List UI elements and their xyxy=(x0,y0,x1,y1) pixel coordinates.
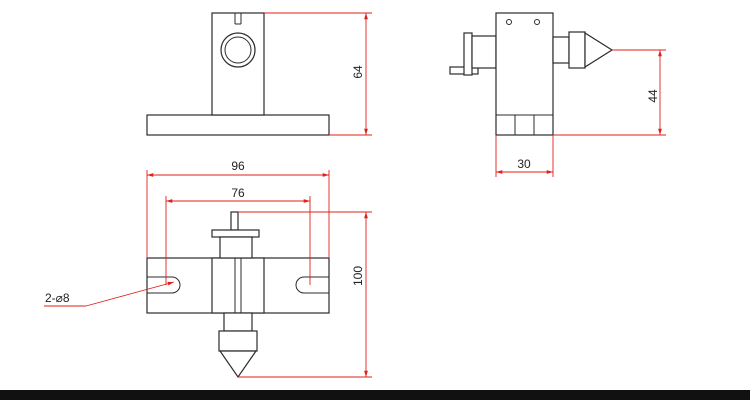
top-center-neck xyxy=(223,312,253,332)
top-quill xyxy=(219,236,253,259)
side-quill xyxy=(552,36,570,64)
dim-front-height: 64 xyxy=(264,12,372,136)
dim-label-100: 100 xyxy=(351,266,365,286)
dim-overall-length: 100 xyxy=(238,211,372,378)
side-center-collar xyxy=(568,31,586,69)
top-center-collar xyxy=(218,330,258,352)
front-view xyxy=(146,12,330,136)
dim-label-76: 76 xyxy=(231,186,245,200)
dim-label-44: 44 xyxy=(646,89,660,103)
top-slot-right xyxy=(295,276,329,294)
side-pin-hole-right xyxy=(534,19,540,25)
side-hub xyxy=(471,35,497,69)
top-clamp-body xyxy=(211,257,265,314)
dim-side-height: 44 xyxy=(553,49,666,136)
top-center-cone xyxy=(218,350,258,379)
dim-label-96: 96 xyxy=(231,159,245,173)
front-bore-inner xyxy=(224,36,252,64)
side-view xyxy=(449,12,614,136)
side-handle-post xyxy=(463,32,473,76)
dim-base-width: 96 xyxy=(146,159,330,258)
side-body-block xyxy=(495,12,554,136)
front-bore-outer xyxy=(220,32,256,68)
top-view xyxy=(146,211,330,379)
dim-label-64: 64 xyxy=(351,65,365,79)
dim-hole-callout: 2-⌀8 xyxy=(44,281,175,307)
dim-slot-spacing: 76 xyxy=(165,186,311,285)
top-slot-left xyxy=(147,276,181,294)
side-pin-hole-left xyxy=(506,19,512,25)
dim-label-hole: 2-⌀8 xyxy=(45,291,70,305)
side-center-cone xyxy=(584,31,614,69)
front-base-plate xyxy=(146,114,330,136)
top-handle-flange xyxy=(211,229,260,238)
dim-label-30: 30 xyxy=(517,157,531,171)
dim-side-width: 30 xyxy=(495,135,554,177)
bottom-bar xyxy=(0,390,750,400)
top-handle-stem xyxy=(230,211,239,231)
